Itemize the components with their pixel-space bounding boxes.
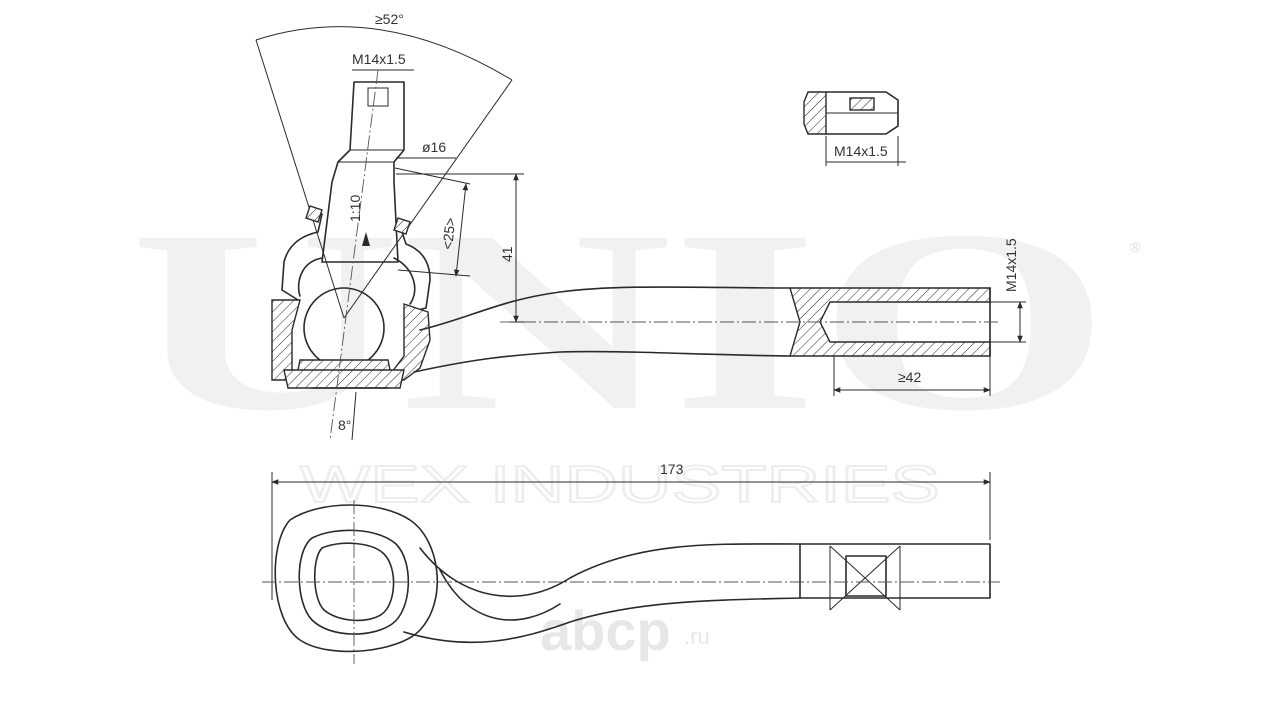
boot-clamp-right <box>393 217 411 235</box>
taper-arrow <box>362 232 370 246</box>
plan-view: 173 <box>262 461 1000 664</box>
site-suffix-watermark: .ru <box>684 624 710 649</box>
plan-arm-top <box>419 543 801 598</box>
section-view: ≥52° M14x1.5 ø16 1:10 <25> <box>255 11 1026 441</box>
site-watermark: abcp <box>540 599 671 662</box>
dim-thread-nut: M14x1.5 <box>834 143 888 159</box>
dim-25-line <box>453 183 469 277</box>
dim-depth-42: ≥42 <box>898 369 921 385</box>
wrench-flat <box>845 555 887 597</box>
dim-thread-stud: M14x1.5 <box>352 51 406 67</box>
registered-mark: ® <box>1130 239 1141 255</box>
plan-arm-inner <box>439 569 561 621</box>
boot-fold-left <box>297 257 323 297</box>
eye-outer <box>274 504 439 653</box>
arm-bottom-edge <box>413 350 791 373</box>
stud-axis <box>329 69 379 441</box>
bottom-plug <box>283 369 405 389</box>
dim-angle-8: 8° <box>338 417 351 433</box>
nut-section-left <box>803 91 827 135</box>
eye-bore <box>313 542 395 622</box>
boot-left <box>281 209 323 301</box>
dim-len-25: <25> <box>439 217 458 250</box>
boot-right <box>399 221 431 313</box>
nut-thread <box>849 97 875 111</box>
ball-stud <box>321 81 405 263</box>
eye-inner <box>298 529 410 635</box>
angle-8-leg <box>351 391 357 441</box>
dim-length-173: 173 <box>660 461 684 477</box>
hex-socket <box>367 87 389 107</box>
dim-height-41: 41 <box>499 246 515 262</box>
boot-fold-right <box>393 257 416 305</box>
dim-thread-end: M14x1.5 <box>1003 238 1019 292</box>
arm-top-edge <box>419 286 791 331</box>
dim-dia-16: ø16 <box>422 139 446 155</box>
subtitle-watermark: WEX INDUSTRIES <box>300 456 940 514</box>
dim-25-ext-top <box>394 167 471 185</box>
angle-arc <box>255 26 513 81</box>
flat-cross-2 <box>829 545 901 611</box>
plan-arm-bottom <box>403 597 801 644</box>
dim-angle-52: ≥52° <box>375 11 404 27</box>
nut-detail: M14x1.5 <box>803 91 906 166</box>
housing-right <box>391 303 431 381</box>
angle-leg-right <box>343 79 513 319</box>
boot-clamp-left <box>305 205 323 223</box>
angle-leg-left <box>255 39 345 319</box>
dim-taper: 1:10 <box>347 195 363 222</box>
plan-rod-end <box>799 543 991 599</box>
